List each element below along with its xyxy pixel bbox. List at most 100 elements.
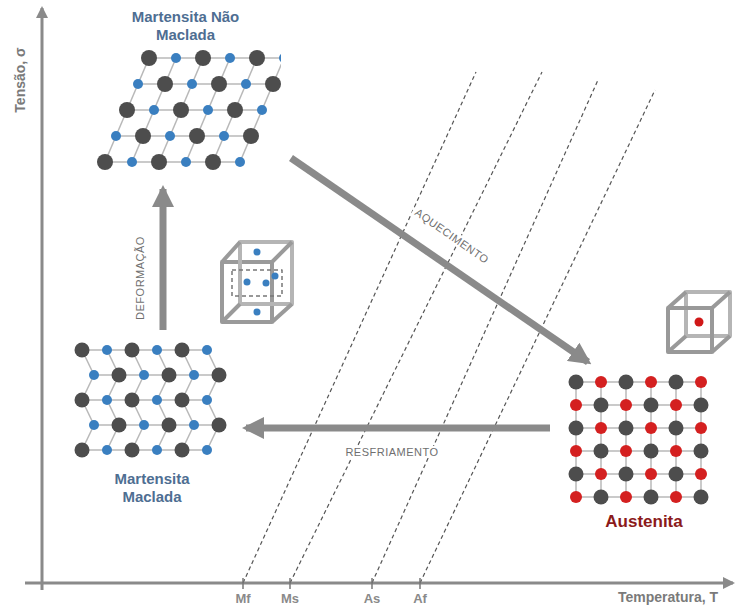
- atom: [102, 345, 112, 355]
- atom: [254, 249, 261, 256]
- atom: [173, 102, 189, 118]
- cell-inner: [232, 270, 282, 296]
- atom: [593, 444, 608, 459]
- phase-name: Martensita Não Maclada: [119, 6, 252, 46]
- austenite-unit-cell: [668, 292, 730, 352]
- atom: [568, 375, 583, 390]
- atom: [125, 443, 140, 458]
- cell-edges: [668, 292, 730, 352]
- martensite-unit-cell: [222, 242, 292, 322]
- atom: [135, 128, 151, 144]
- phase-node: Martensita Não Maclada: [88, 6, 283, 181]
- atom: [241, 79, 251, 89]
- tick-marks: [243, 578, 420, 589]
- temperature-axis: [25, 582, 733, 585]
- ms-line: [290, 72, 542, 583]
- atom: [670, 399, 682, 411]
- crystal-lattice: [562, 370, 727, 510]
- atom: [189, 128, 205, 144]
- atom: [263, 280, 270, 287]
- atom: [668, 467, 683, 482]
- atom: [189, 370, 199, 380]
- temperature-mark: As: [364, 591, 381, 606]
- atom: [162, 418, 177, 433]
- atom: [97, 154, 113, 170]
- atom: [127, 157, 137, 167]
- atom: [202, 445, 212, 455]
- atom: [202, 345, 212, 355]
- phase-node: Martensita Maclada: [66, 338, 238, 508]
- atom: [89, 420, 99, 430]
- atom: [645, 376, 657, 388]
- atom: [195, 50, 211, 66]
- atom: [695, 468, 707, 480]
- atom: [570, 445, 582, 457]
- atom: [620, 399, 632, 411]
- atom: [695, 422, 707, 434]
- as-line: [372, 80, 598, 583]
- process-label: DEFORMAÇÃO: [134, 233, 146, 323]
- atom: [181, 157, 191, 167]
- atom: [219, 131, 229, 141]
- atom: [175, 443, 190, 458]
- atom: [693, 444, 708, 459]
- atom: [279, 53, 281, 63]
- atom: [119, 102, 135, 118]
- atom: [568, 467, 583, 482]
- atom: [645, 422, 657, 434]
- atom: [141, 50, 157, 66]
- atom: [227, 102, 243, 118]
- atom: [112, 418, 127, 433]
- cell-edges: [222, 242, 292, 322]
- atom: [212, 418, 227, 433]
- atom: [257, 105, 267, 115]
- atom: [249, 50, 265, 66]
- atom: [139, 420, 149, 430]
- atom: [643, 398, 658, 413]
- mf-line: [243, 72, 476, 583]
- atom: [668, 421, 683, 436]
- process-label: AQUECIMENTO: [410, 204, 493, 267]
- stress-axis: [41, 8, 44, 590]
- atom: [643, 490, 658, 505]
- center-atom: [695, 318, 704, 327]
- temperature-mark: Mf: [235, 591, 250, 606]
- process-label: RESFRIAMENTO: [342, 446, 441, 458]
- atom: [162, 368, 177, 383]
- atom: [175, 343, 190, 358]
- tick: [419, 578, 421, 589]
- atom: [225, 53, 235, 63]
- atom: [643, 444, 658, 459]
- atom: [595, 376, 607, 388]
- atom: [189, 420, 199, 430]
- phase-node: Austenita: [558, 370, 730, 534]
- atom: [570, 399, 582, 411]
- atom: [670, 491, 682, 503]
- crystal-lattice: [91, 46, 281, 181]
- atom: [254, 309, 261, 316]
- temperature-mark: Ms: [281, 591, 299, 606]
- atom: [203, 105, 213, 115]
- atom: [102, 395, 112, 405]
- atom: [152, 445, 162, 455]
- crystal-lattice: [68, 338, 236, 468]
- atom: [618, 421, 633, 436]
- phase-name: Austenita: [601, 510, 686, 534]
- atom: [595, 422, 607, 434]
- atom: [112, 368, 127, 383]
- axis-title: Tensão, σ: [12, 47, 28, 112]
- atom: [125, 393, 140, 408]
- tick: [289, 578, 291, 589]
- atom: [205, 154, 221, 170]
- atom: [175, 393, 190, 408]
- atom: [157, 76, 173, 92]
- atom: [89, 370, 99, 380]
- atom: [670, 445, 682, 457]
- atom: [620, 491, 632, 503]
- atom: [693, 490, 708, 505]
- atom: [593, 490, 608, 505]
- temperature-mark: Af: [413, 591, 427, 606]
- atom: [133, 79, 143, 89]
- atom: [171, 53, 181, 63]
- atom: [568, 421, 583, 436]
